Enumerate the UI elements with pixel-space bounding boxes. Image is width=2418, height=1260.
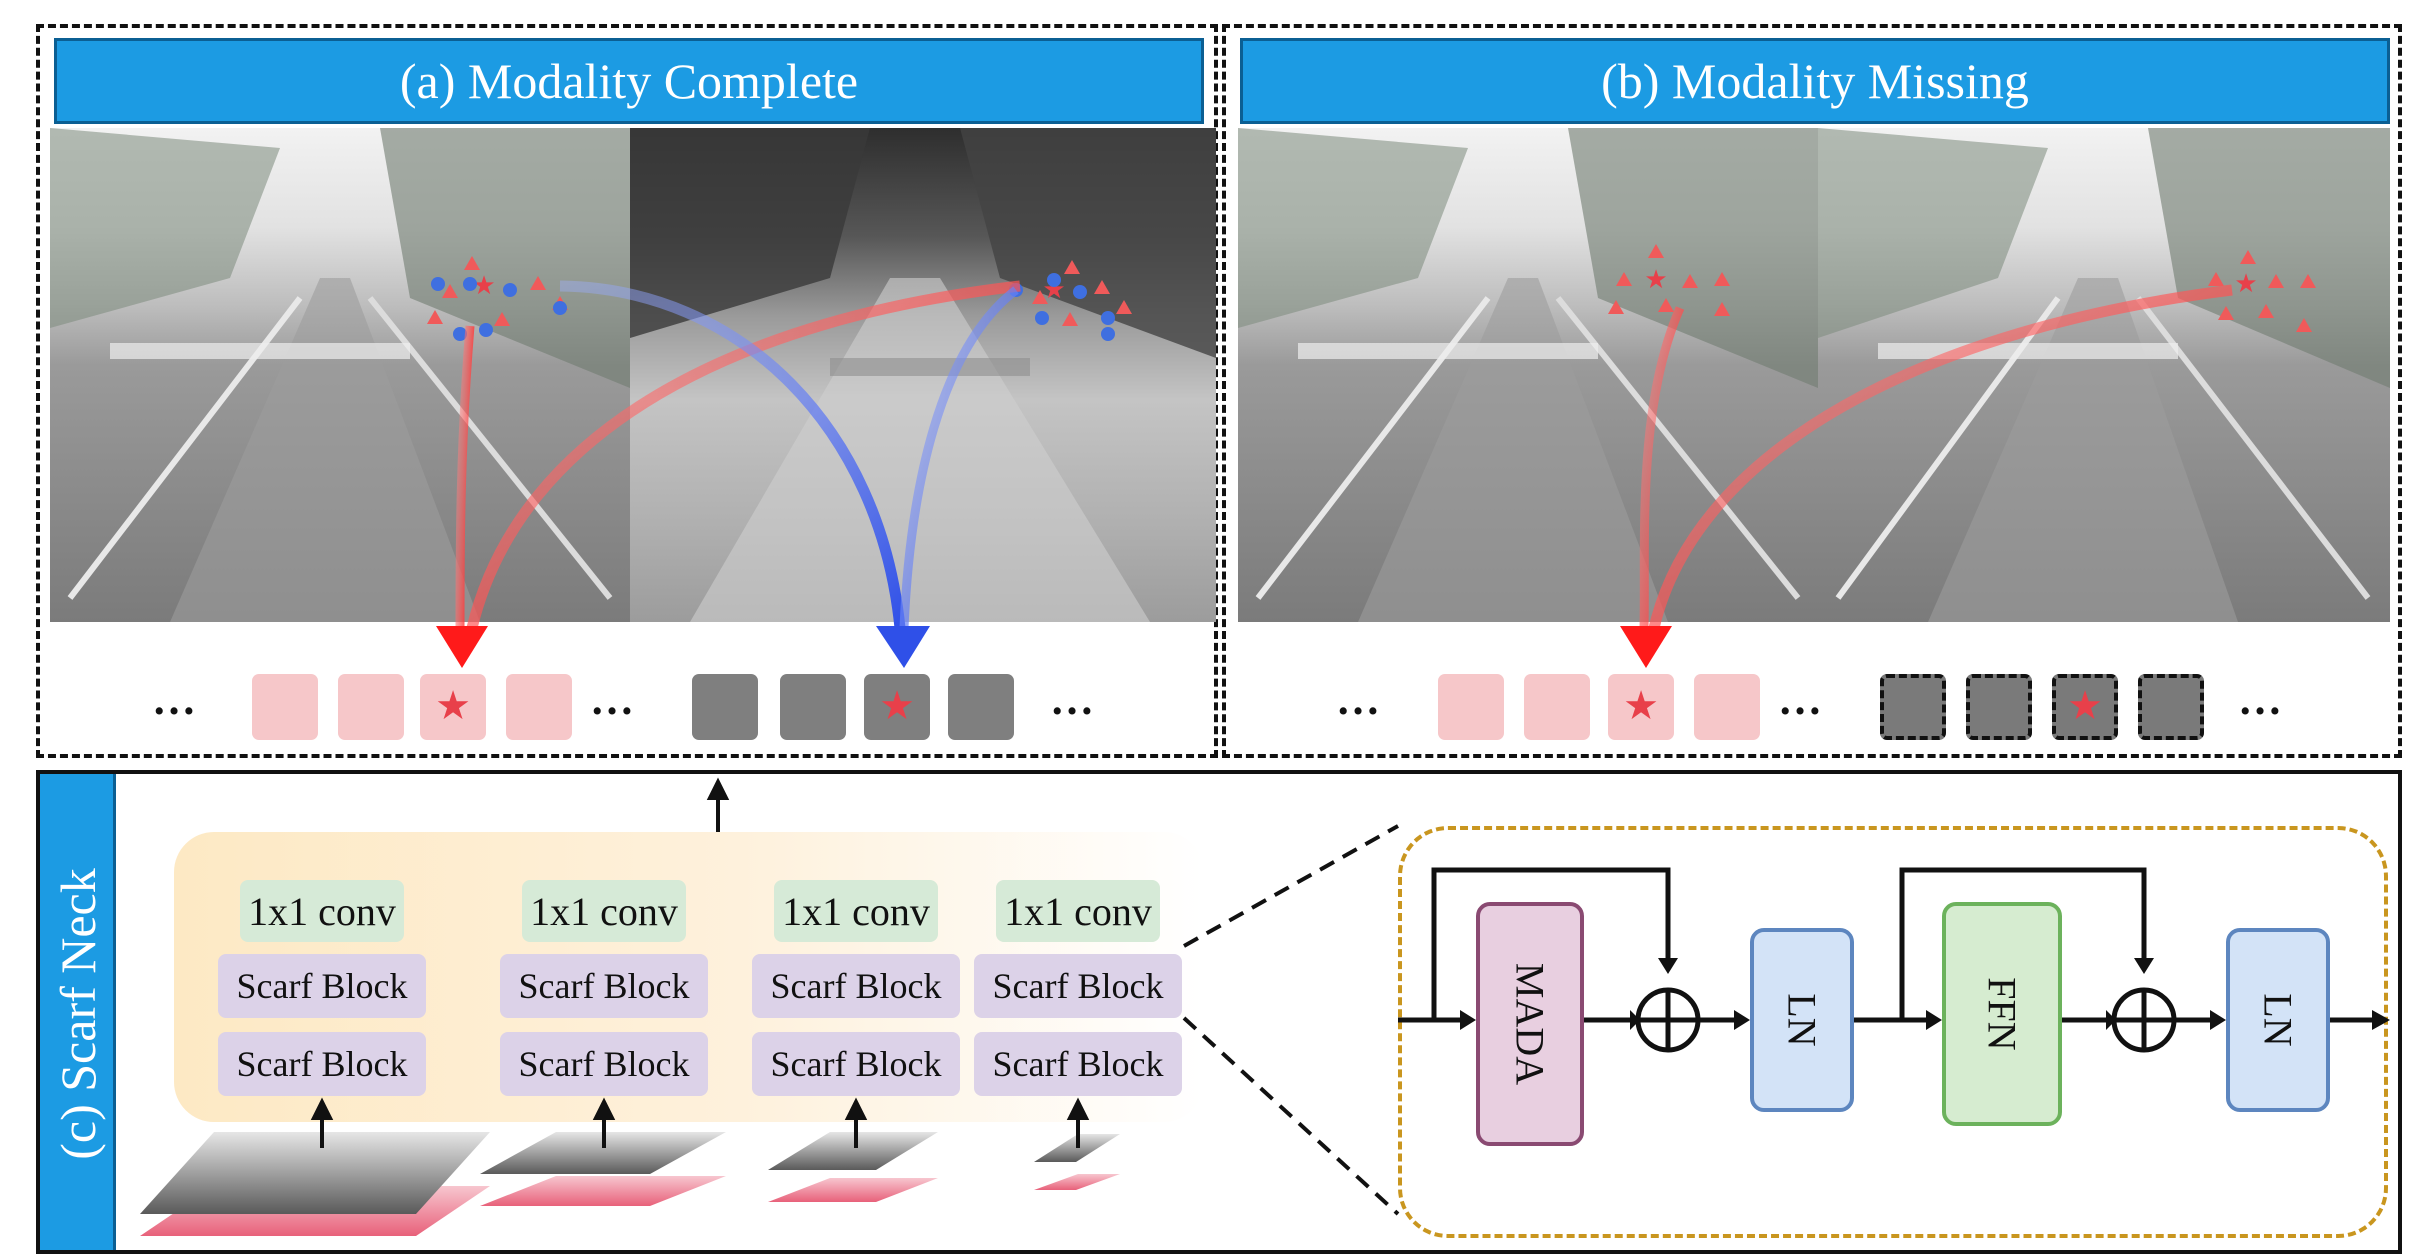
- rgb-token-selected: ★: [420, 674, 486, 740]
- panel-scarf-neck: (c) Scarf Neck 1x1 conv Scarf Block Scar…: [36, 770, 2402, 1254]
- ellipsis-middle: …: [1778, 675, 1828, 724]
- rgb-token: [1694, 674, 1760, 740]
- token-row-b: … ★ … ★ …: [1226, 664, 2398, 754]
- conv-1x1: 1x1 conv: [240, 880, 404, 942]
- ellipsis-right: …: [1050, 675, 1100, 724]
- token-row-a: … ★ … ★ …: [40, 664, 1214, 754]
- rgb-token: [338, 674, 404, 740]
- svg-text:★: ★: [472, 271, 495, 300]
- ir-token: [692, 674, 758, 740]
- missing-ir-token-selected: ★: [2052, 674, 2118, 740]
- reference-points-rgb-b2: ★: [2208, 250, 2316, 332]
- ellipsis-left: …: [152, 675, 202, 724]
- rgb-token: [506, 674, 572, 740]
- ellipsis-right: …: [2238, 675, 2288, 724]
- infrared-image-a: [630, 128, 1216, 622]
- star-icon: ★: [1623, 683, 1659, 729]
- scarf-block: Scarf Block: [500, 1032, 708, 1096]
- star-icon: ★: [879, 683, 915, 729]
- rgb-road-scene-a: [50, 128, 630, 622]
- ir-token: [780, 674, 846, 740]
- ffn-module: FFN: [1942, 902, 2062, 1126]
- rgb-road-scene-b2: [1818, 128, 2390, 622]
- mada-module: MADA: [1476, 902, 1584, 1146]
- missing-ir-token: [1880, 674, 1946, 740]
- reference-points-rgb: ★: [427, 256, 568, 341]
- rgb-token: [1438, 674, 1504, 740]
- scarf-neck-side-label: (c) Scarf Neck: [40, 774, 116, 1250]
- svg-text:★: ★: [1644, 265, 1667, 294]
- layernorm-module-2: LN: [2226, 928, 2330, 1112]
- reference-points-rgb-b: ★: [1608, 244, 1730, 316]
- conv-1x1: 1x1 conv: [996, 880, 1160, 942]
- scarf-block: Scarf Block: [752, 1032, 960, 1096]
- ellipsis-left: …: [1336, 675, 1386, 724]
- ir-token-selected: ★: [864, 674, 930, 740]
- rgb-token-selected: ★: [1608, 674, 1674, 740]
- scarf-block: Scarf Block: [500, 954, 708, 1018]
- rgb-image-a: [50, 128, 630, 622]
- svg-text:★: ★: [2234, 269, 2257, 298]
- sampling-arrows-b: ★ ★: [1608, 244, 2316, 668]
- star-icon: ★: [435, 683, 471, 729]
- scarf-block: Scarf Block: [218, 954, 426, 1018]
- conv-1x1: 1x1 conv: [522, 880, 686, 942]
- scarf-block: Scarf Block: [974, 1032, 1182, 1096]
- rgb-image-b: [1238, 128, 1818, 622]
- rgb-road-scene-b: [1238, 128, 1818, 622]
- up-arrows: [310, 777, 1090, 1148]
- panel-a-title: (a) Modality Complete: [54, 38, 1204, 124]
- rgb-token: [252, 674, 318, 740]
- panel-b-title: (b) Modality Missing: [1240, 38, 2390, 124]
- feature-pyramid: [140, 777, 1400, 1236]
- ellipsis-middle: …: [590, 675, 640, 724]
- block-detail-flow: [1398, 867, 2390, 1053]
- rgb-token: [1524, 674, 1590, 740]
- conv-1x1: 1x1 conv: [774, 880, 938, 942]
- star-icon: ★: [2067, 683, 2103, 729]
- panel-modality-missing: (b) Modality Missing … ★ … ★: [1222, 24, 2402, 758]
- sampling-arrows-a: ★ ★: [427, 256, 1132, 668]
- missing-ir-token: [2138, 674, 2204, 740]
- ir-token: [948, 674, 1014, 740]
- panel-modality-complete: (a) Modality Complete … ★ … ★ …: [36, 24, 1218, 758]
- reference-points-ir: ★: [1009, 260, 1132, 341]
- missing-ir-token: [1966, 674, 2032, 740]
- scarf-block: Scarf Block: [218, 1032, 426, 1096]
- scarf-block-highlighted: Scarf Block: [974, 954, 1182, 1018]
- scarf-block-detail: [1398, 826, 2388, 1238]
- layernorm-module-1: LN: [1750, 928, 1854, 1112]
- scarf-block: Scarf Block: [752, 954, 960, 1018]
- ir-road-scene-a: [630, 128, 1216, 622]
